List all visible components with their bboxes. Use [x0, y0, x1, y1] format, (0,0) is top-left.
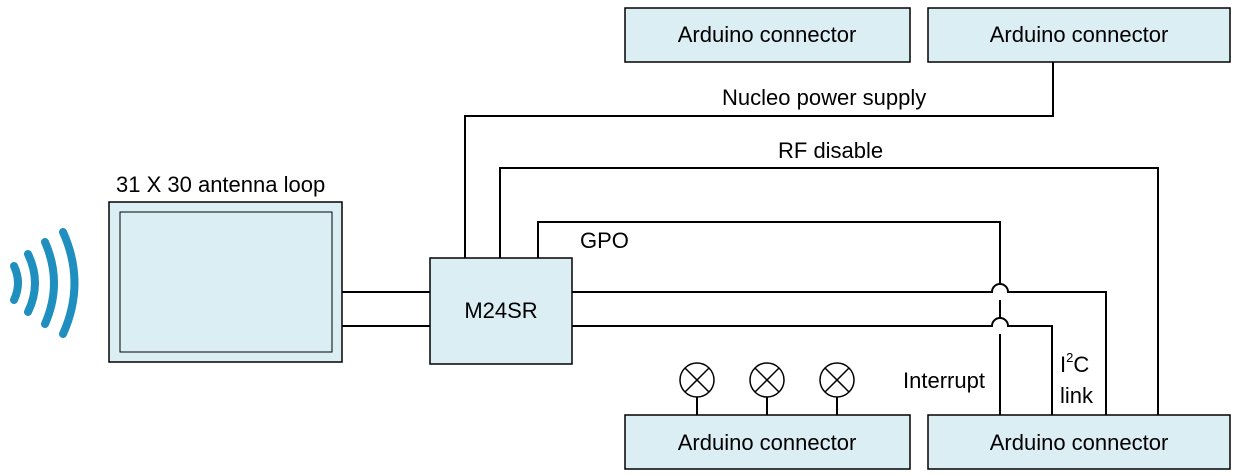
connector-label: Arduino connector — [990, 22, 1169, 47]
led-icon — [679, 362, 715, 415]
i2c-label-suffix: C — [1073, 352, 1089, 377]
i2c-line-scl — [572, 317, 1053, 415]
i2c-line-sda — [572, 283, 1107, 415]
connector-label: Arduino connector — [678, 430, 857, 455]
arduino-connector-bottom-left: Arduino connector — [624, 414, 911, 470]
m24sr-chip: M24SR — [429, 257, 573, 365]
i2c-label: I2C — [1060, 350, 1089, 377]
connector-label: Arduino connector — [678, 22, 857, 47]
i2c-link-label: link — [1060, 383, 1094, 408]
arduino-connector-bottom-right: Arduino connector — [927, 414, 1231, 470]
antenna-loop — [108, 201, 343, 363]
i2c-label-superscript: 2 — [1066, 350, 1073, 365]
chip-label: M24SR — [464, 298, 537, 323]
power-supply-label: Nucleo power supply — [722, 85, 926, 110]
rf-disable-line — [499, 167, 1159, 415]
i2c-label-prefix: I — [1060, 352, 1066, 377]
arduino-connector-top-left: Arduino connector — [624, 7, 911, 63]
antenna-label: 31 X 30 antenna loop — [116, 172, 325, 197]
led-icon — [819, 362, 855, 415]
connector-label: Arduino connector — [990, 430, 1169, 455]
nfc-waves-icon — [10, 228, 79, 338]
gpo-line — [537, 221, 1001, 284]
interrupt-label: Interrupt — [903, 368, 985, 393]
power-supply-line — [464, 62, 1054, 258]
rf-disable-label: RF disable — [778, 138, 883, 163]
gpo-label: GPO — [580, 228, 629, 253]
arduino-connector-top-right: Arduino connector — [927, 7, 1231, 63]
led-icon — [749, 362, 785, 415]
